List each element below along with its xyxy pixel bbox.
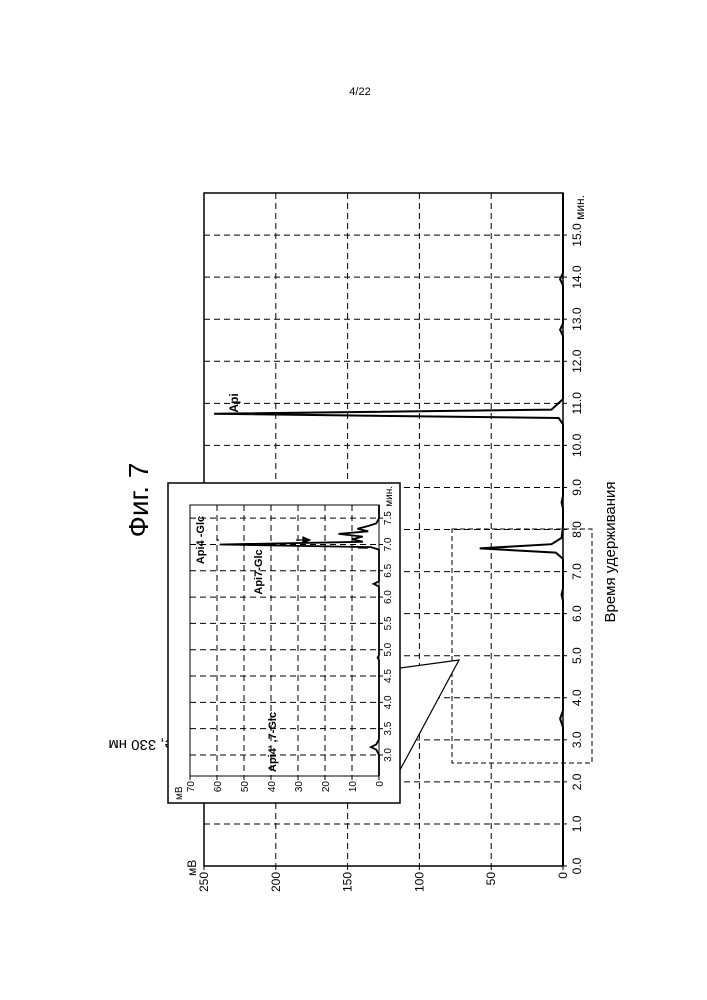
main-x-tick-label-5: 5.0 xyxy=(570,647,584,664)
main-x-tick-label-3: 3.0 xyxy=(570,731,584,748)
annotation-api4-7-glc: Api4' ,7-Glc xyxy=(267,712,279,772)
inset-x-tick-label-5: 5.5 xyxy=(383,616,394,630)
inset-x-tick-label-6: 6.0 xyxy=(383,590,394,604)
inset-x-tick-label-0: 3.0 xyxy=(383,748,394,762)
inset-y-tick-label-1: 10 xyxy=(348,781,359,793)
inset-x-tick-label-7: 6.5 xyxy=(383,563,394,577)
inset-y-tick-label-0: 0 xyxy=(375,781,386,787)
main-y-tick-label-5: 250 xyxy=(197,872,211,892)
main-x-tick-label-0: 0.0 xyxy=(570,857,584,874)
main-y-tick-label-3: 150 xyxy=(341,872,355,892)
inset-y-tick-label-6: 60 xyxy=(213,781,224,793)
main-x-tick-label-15: 15.0 xyxy=(570,223,584,247)
annotation-api4-glc: Api4 -Glc xyxy=(195,516,207,564)
main-y-tick-label-0: 0 xyxy=(556,872,570,879)
annotation-api7-glc: Api7-Glc xyxy=(253,549,265,594)
inset-y-tick-label-3: 30 xyxy=(294,781,305,793)
inset-x-tick-label-3: 4.5 xyxy=(383,669,394,683)
inset-x-tick-label-9: 7.5 xyxy=(383,511,394,525)
main-y-tick-label-2: 100 xyxy=(412,872,426,892)
inset-y-tick-label-4: 40 xyxy=(267,781,278,793)
inset-y-unit-label: мВ xyxy=(174,786,185,800)
main-x-tick-label-6: 6.0 xyxy=(570,605,584,622)
main-y-tick-label-4: 200 xyxy=(269,872,283,892)
main-x-tick-label-12: 12.0 xyxy=(570,349,584,373)
inset-x-tick-label-2: 4.0 xyxy=(383,695,394,709)
inset-x-tick-label-4: 5.0 xyxy=(383,642,394,656)
inset-y-tick-label-5: 50 xyxy=(240,781,251,793)
main-x-ticks: 0.01.02.03.04.05.06.07.08.09.010.011.012… xyxy=(563,223,584,874)
zoom-callout xyxy=(400,660,459,770)
figure-title: Фиг. 7 xyxy=(123,463,154,538)
y-unit-label: мВ xyxy=(185,860,199,876)
main-x-tick-label-4: 4.0 xyxy=(570,689,584,706)
main-y-ticks: 0 50 100 150 200 250 xyxy=(197,866,570,892)
inset-x-tick-label-1: 3.5 xyxy=(383,721,394,735)
inset-y-tick-label-7: 70 xyxy=(186,781,197,793)
main-x-tick-label-10: 10.0 xyxy=(570,433,584,457)
main-x-tick-label-13: 13.0 xyxy=(570,307,584,331)
main-x-tick-label-14: 14.0 xyxy=(570,265,584,289)
main-x-tick-label-2: 2.0 xyxy=(570,773,584,790)
main-y-tick-label-1: 50 xyxy=(484,872,498,886)
annotation-api: Api xyxy=(227,393,241,412)
x-axis-title: Время удерживания xyxy=(602,481,619,622)
inset-x-unit-label: мин. xyxy=(384,486,395,507)
inset-x-tick-label-8: 7.0 xyxy=(383,537,394,551)
main-x-tick-label-1: 1.0 xyxy=(570,815,584,832)
main-x-tick-label-9: 9.0 xyxy=(570,479,584,496)
x-unit-label: мин. xyxy=(573,195,587,220)
main-x-tick-label-7: 7.0 xyxy=(570,563,584,580)
inset-y-tick-label-2: 20 xyxy=(321,781,332,793)
main-x-tick-label-11: 11.0 xyxy=(570,392,584,415)
